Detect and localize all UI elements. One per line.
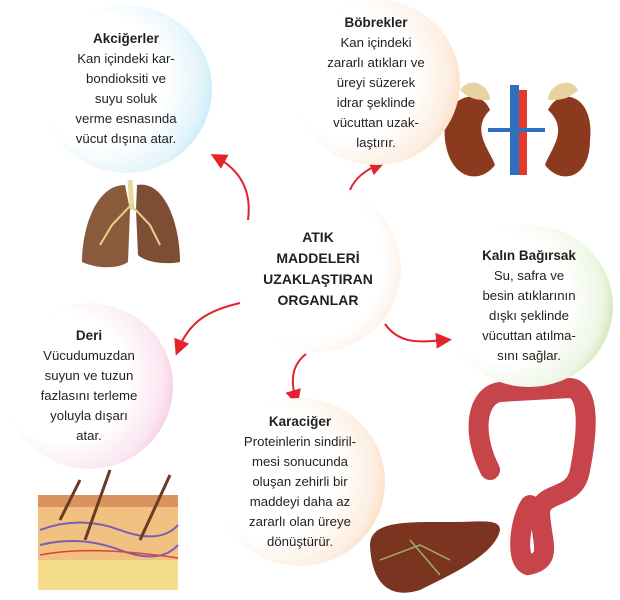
skin-text-line: suyun ve tuzun: [44, 368, 134, 383]
kidneys-text-line: idrar şeklinde: [336, 94, 416, 110]
colon-text-line: sını sağlar.: [497, 348, 561, 363]
skin-text-line: Vücudumuzdan: [43, 348, 135, 363]
kidneys-text-line: Kan içindeki: [340, 34, 412, 50]
skin-text-line: fazlasını terleme: [40, 388, 138, 403]
skin-title: Deri: [75, 328, 103, 343]
kidneys-title: Böbrekler: [344, 14, 408, 30]
skin-text-line: yoluyla dışarı: [50, 408, 128, 423]
kidneys-circle: Böbrekler Kan içindeki zararlı atıkları …: [292, 0, 460, 165]
kidneys-text-line: zararlı atıkları ve: [327, 54, 425, 70]
colon-circle: Kalın Bağırsak Su, safra ve besin atıkla…: [445, 225, 613, 387]
arrow-to-skin: [174, 302, 241, 356]
skin-circle: Deri Vücudumuzdan suyun ve tuzun fazlası…: [5, 303, 173, 469]
arrow-to-lungs: [210, 154, 250, 221]
arrow-to-colon: [384, 323, 452, 349]
liver-text-line: Proteinlerin sindiril-: [243, 434, 357, 449]
liver-title: Karaciğer: [268, 414, 332, 429]
colon-text-line: vücuttan atılma-: [482, 328, 576, 343]
colon-text-line: Su, safra ve: [493, 268, 565, 283]
skin-image: [38, 469, 179, 590]
lungs-text-line: bondioksiti ve: [86, 71, 166, 86]
kidneys-text-line: laştırır.: [356, 134, 396, 150]
center-title-line: UZAKLAŞTIRAN: [263, 271, 373, 287]
lungs-image: [82, 179, 180, 268]
center-circle: ATIK MADDELERİ UZAKLAŞTIRAN ORGANLAR: [235, 186, 401, 352]
lungs-text-line: verme esnasında: [75, 111, 177, 126]
lungs-text-line: vücut dışına atar.: [75, 131, 177, 146]
liver-text-line: mesi sonucunda: [251, 454, 349, 469]
liver-text-line: maddeyi daha az: [249, 494, 351, 509]
lungs-title: Akciğerler: [92, 31, 160, 46]
arrow-to-kidneys: [349, 160, 386, 191]
center-title-line: ORGANLAR: [277, 292, 359, 308]
liver-image: [370, 521, 500, 593]
colon-text-line: besin atıklarının: [482, 288, 576, 303]
lungs-text-line: Kan içindeki kar-: [77, 51, 175, 66]
skin-text-line: atar.: [76, 428, 102, 443]
colon-title: Kalın Bağırsak: [482, 248, 576, 263]
liver-text-line: oluşan zehirli bir: [252, 474, 348, 489]
kidneys-image: [444, 82, 591, 177]
liver-circle: Karaciğer Proteinlerin sindiril- mesi so…: [215, 398, 385, 566]
lungs-text-line: suyu soluk: [94, 91, 158, 106]
center-title-line: MADDELERİ: [276, 250, 360, 266]
center-title-line: ATIK: [302, 229, 334, 245]
liver-text-line: zararlı olan üreye: [249, 514, 351, 529]
lungs-circle: Akciğerler Kan içindeki kar- bondioksiti…: [40, 5, 212, 173]
arrow-to-liver: [285, 353, 307, 406]
colon-image: [468, 377, 596, 576]
liver-text-line: dönüştürür.: [267, 534, 333, 549]
colon-text-line: dışkı şeklinde: [489, 308, 569, 323]
kidneys-text-line: üreyi süzerek: [336, 74, 416, 90]
kidneys-text-line: vücuttan uzak-: [333, 114, 419, 130]
